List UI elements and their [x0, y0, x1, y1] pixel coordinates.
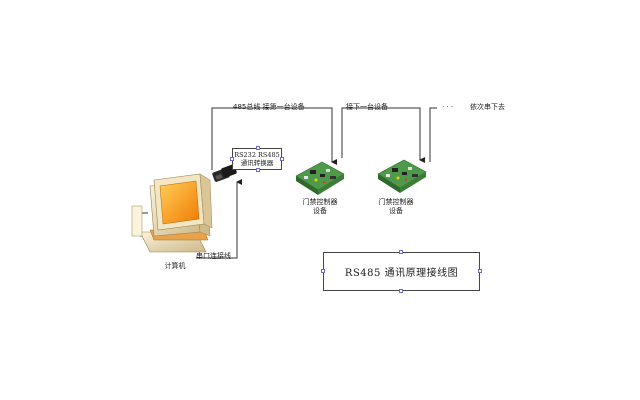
- controller2-label-line1: 门禁控制器: [378, 198, 414, 206]
- controller-board-icon: [295, 161, 345, 195]
- bus-line-continue: [429, 107, 437, 162]
- diagram-title: RS485 通讯原理接线图: [344, 268, 459, 279]
- selection-handle: [256, 146, 260, 150]
- selection-handle: [478, 269, 482, 273]
- dots-label: · · ·: [442, 103, 454, 111]
- computer-label: 计算机: [164, 262, 186, 270]
- converter-label-line1: RS232 RS485: [234, 151, 280, 159]
- serial-cable-line: [196, 179, 242, 259]
- selection-handle: [399, 250, 403, 254]
- controller2-label-line2: 设备: [389, 207, 403, 215]
- selection-handle: [321, 269, 325, 273]
- controller-board-icon: [377, 159, 427, 193]
- chain-continue-label: 依次串下去: [470, 103, 505, 111]
- converter-label-line2: 通讯转换器: [240, 159, 274, 167]
- diagram-title-box: RS485 通讯原理接线图: [323, 252, 480, 291]
- selection-handle: [230, 157, 234, 161]
- converter-label-box: RS232 RS485 通讯转换器: [232, 148, 282, 170]
- selection-handle: [256, 168, 260, 172]
- controller1-label-line2: 设备: [313, 207, 327, 215]
- controller1-label-line1: 门禁控制器: [302, 198, 338, 206]
- computer-icon: [131, 173, 213, 253]
- bus-line-to-first-device: [211, 107, 337, 170]
- next-device-label: 接下一台设备: [346, 103, 388, 111]
- selection-handle: [399, 289, 403, 293]
- serial-cable-label: 串口连接线: [196, 252, 231, 260]
- selection-handle: [280, 157, 284, 161]
- bus-first-device-label: 485总线 接第一台设备: [233, 103, 305, 111]
- bus-line-to-next-device: [341, 107, 425, 163]
